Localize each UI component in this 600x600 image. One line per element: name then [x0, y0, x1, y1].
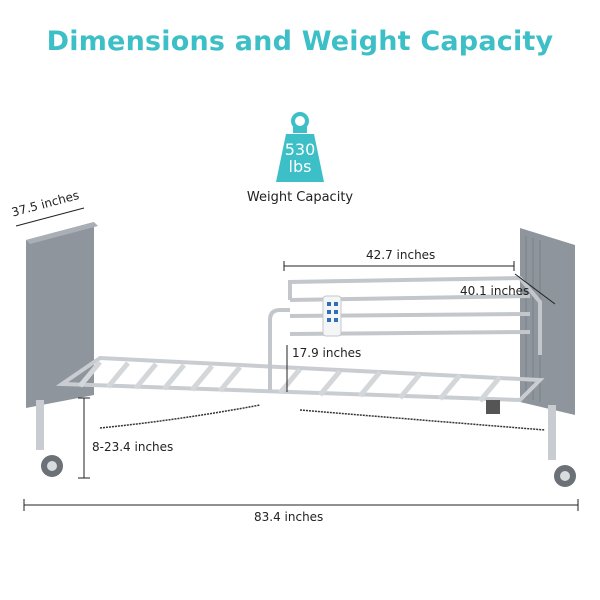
bed-frame — [55, 355, 545, 403]
remote-control — [322, 295, 342, 337]
right-caster-hub — [560, 471, 570, 481]
length-dimension-label: 83.4 inches — [254, 510, 324, 524]
motor-box — [486, 400, 500, 414]
weight-capacity-value: 530 lbs — [274, 141, 326, 175]
dimension-lines — [15, 207, 579, 511]
height-range-dimension-label: 8-23.4 inches — [92, 440, 174, 454]
bed-slats — [78, 360, 502, 403]
remote-buttons — [327, 302, 338, 322]
page-title: Dimensions and Weight Capacity — [46, 26, 554, 57]
left-headboard-top — [26, 222, 98, 244]
rail-height-dimension-label: 40.1 inches — [460, 284, 530, 298]
right-headboard — [520, 228, 575, 415]
power-cable — [99, 404, 261, 429]
motor-cable — [299, 409, 546, 431]
left-caster-hub — [47, 461, 57, 471]
clearance-dimension-label: 17.9 inches — [292, 346, 362, 360]
left-leg — [36, 400, 44, 450]
weight-capacity-caption: Weight Capacity — [246, 190, 354, 205]
rail-length-dimension-label: 42.7 inches — [366, 248, 436, 262]
right-leg — [548, 405, 556, 460]
weight-value: 530 — [284, 140, 316, 159]
weight-icon — [276, 112, 324, 182]
left-headboard — [26, 222, 94, 408]
weight-unit: lbs — [288, 157, 312, 176]
